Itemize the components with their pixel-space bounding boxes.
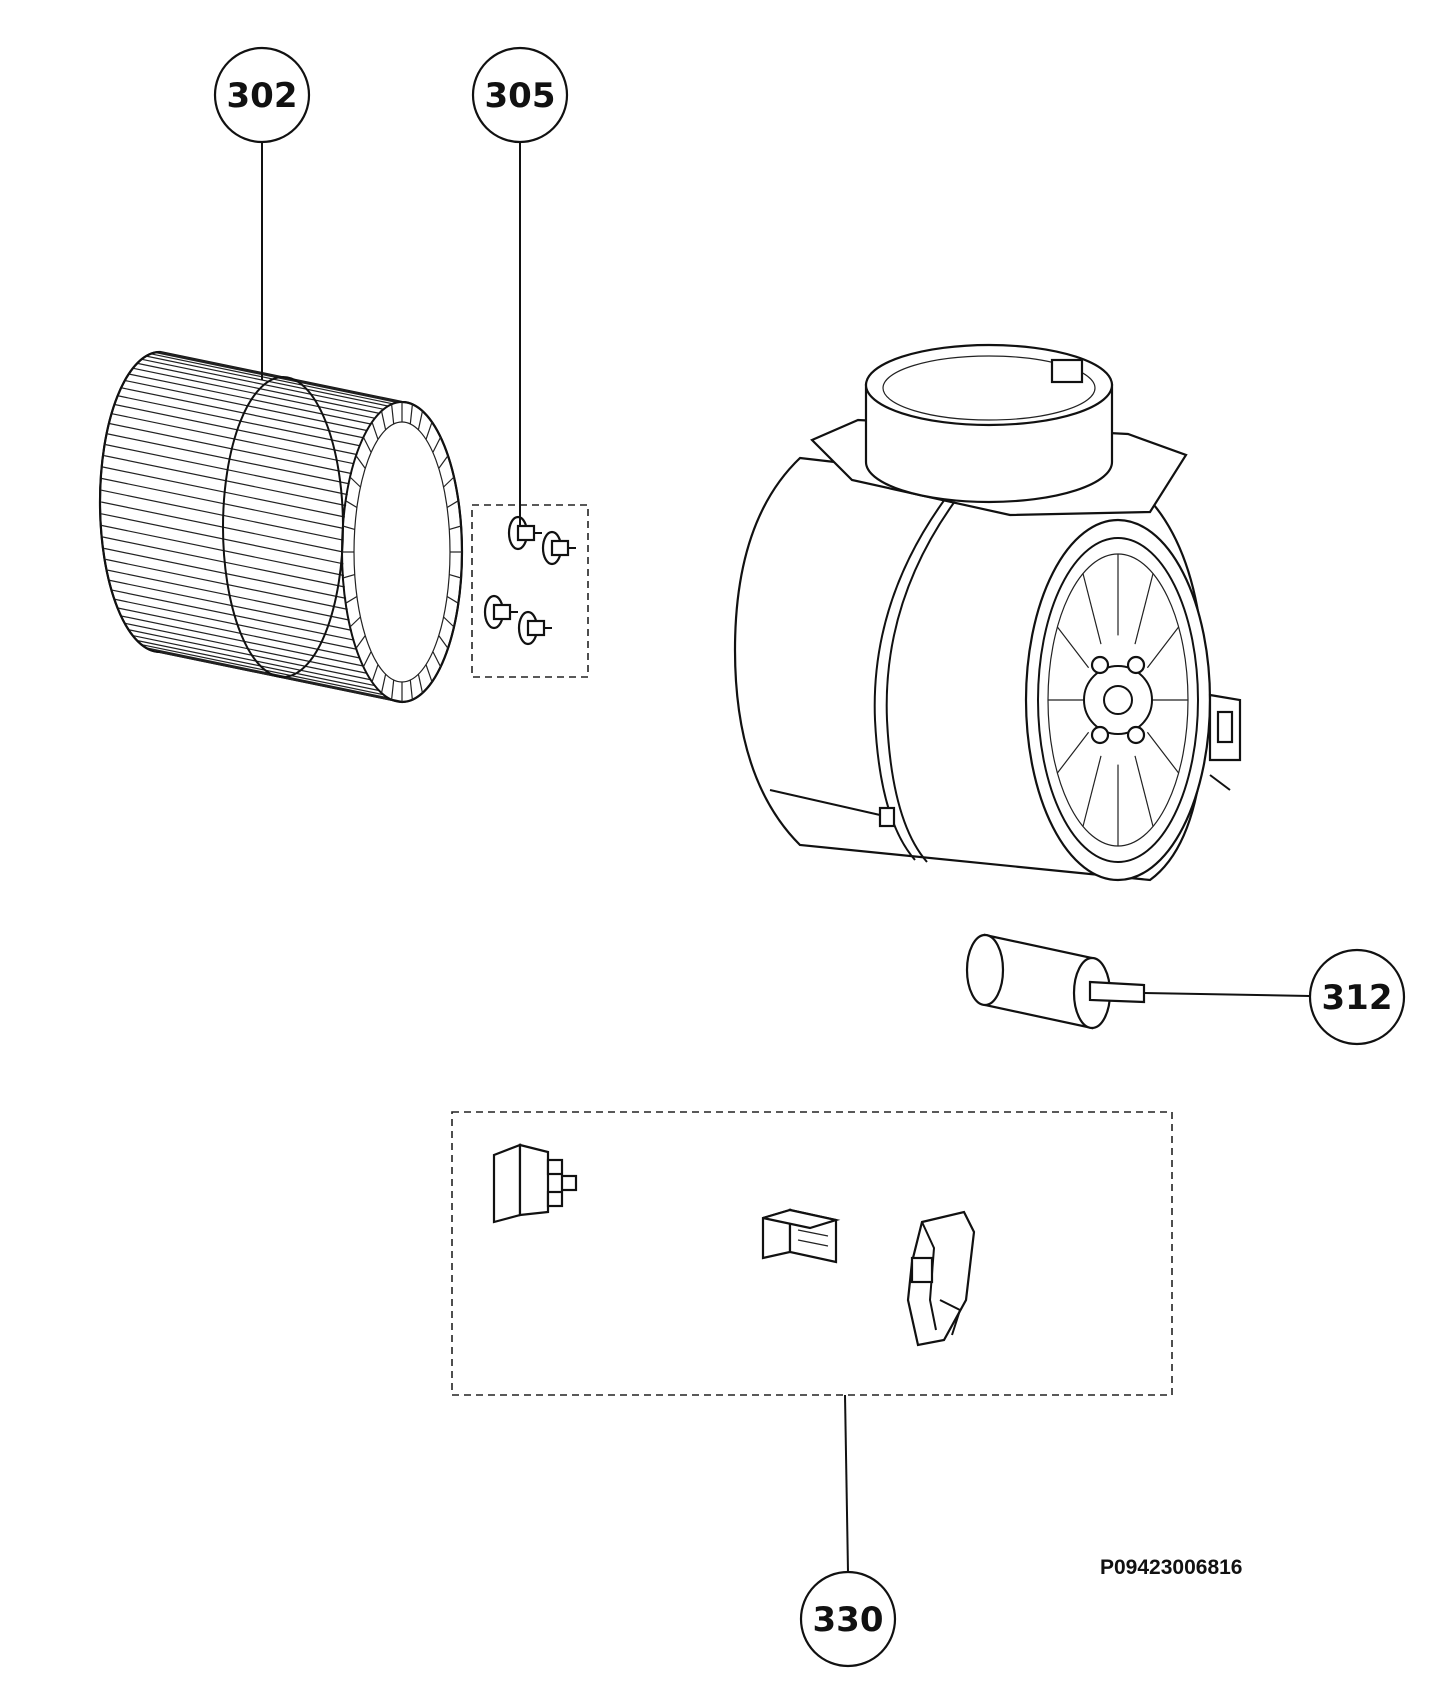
blower-rim-vane (362, 436, 372, 453)
callout-305-label: 305 (485, 76, 556, 116)
blower-rim-vane (349, 476, 361, 488)
blower-rim-vane (443, 616, 455, 628)
blower-vane (133, 635, 376, 687)
blower-rim-vane (449, 525, 462, 530)
blower-rim-vane (438, 635, 449, 649)
motor-grille-spoke (1134, 755, 1154, 827)
blower-rim-vane (432, 651, 442, 668)
blower-vane (125, 380, 368, 432)
blower-vane (118, 607, 361, 659)
blower-rim-vane (391, 679, 395, 700)
blower-rim-vane (342, 574, 355, 579)
blower-vane (121, 387, 364, 439)
blower-rim-vane (391, 404, 395, 425)
blower-rim-vane (449, 574, 462, 579)
blower-rim-vane (345, 595, 358, 604)
connector-3 (906, 1210, 976, 1347)
blower-rim-vane (355, 455, 366, 469)
blower-rim-vane (409, 679, 413, 700)
blower-rim-vane (345, 500, 358, 509)
blower-wheel-302 (98, 350, 464, 704)
blower-rim-vane (342, 525, 355, 530)
blower-rim-vane (432, 436, 442, 453)
blower-rim-vane (380, 410, 387, 430)
mount-b (541, 530, 576, 566)
mount-d (517, 610, 552, 646)
motor-grille-spoke (1082, 573, 1102, 645)
motor-grille-spoke (1056, 731, 1090, 774)
blower-vane (141, 644, 384, 696)
blower-rim-vane (425, 421, 433, 440)
blower-rim-vane (380, 674, 387, 694)
blower-vane (129, 373, 372, 425)
blower-vane (118, 395, 361, 447)
blower-rim-vane (438, 455, 449, 469)
blower-vane (121, 615, 364, 667)
mount-c (483, 594, 518, 630)
motor-grille-spoke (1146, 731, 1180, 774)
callout-302: 302 (213, 46, 311, 380)
connector-1 (492, 1143, 578, 1224)
callout-330-label: 330 (813, 1600, 884, 1640)
blower-rim-vane (409, 404, 413, 425)
callout-312-label: 312 (1322, 978, 1393, 1018)
callout-302-label: 302 (227, 76, 298, 116)
drawing-code: P09423006816 (1100, 1556, 1242, 1579)
callout-330: 330 (799, 1394, 897, 1668)
motor-housing (733, 343, 1242, 882)
motor-grille-spoke (1134, 573, 1154, 645)
blower-rim-vane (417, 410, 424, 430)
blower-rim-vane (371, 421, 379, 440)
motor-grille-spoke (1082, 755, 1102, 827)
callout-312: 312 (1143, 948, 1406, 1046)
blower-rim-vane (362, 651, 372, 668)
blower-rim-vane (446, 595, 459, 604)
capacitor-312 (965, 933, 1146, 1030)
blower-rim-vane (371, 664, 379, 683)
blower-vane (125, 622, 368, 674)
blower-vane (137, 640, 380, 692)
blower-vane (133, 367, 376, 419)
blower-vane (129, 629, 372, 681)
motor-grille-spoke (1056, 626, 1090, 669)
blower-rim-vane (425, 664, 433, 683)
motor-grille-spoke (1146, 626, 1180, 669)
connectors-group-330 (451, 1111, 1173, 1396)
blower-rim-vane (443, 476, 455, 488)
blower-rim-vane (355, 635, 366, 649)
blower-rim-vane (417, 674, 424, 694)
blower-rim-vane (446, 500, 459, 509)
connector-2 (761, 1208, 841, 1264)
mount-a (507, 515, 542, 551)
blower-rim-vane (349, 616, 361, 628)
blower-vane (137, 362, 380, 414)
callout-305: 305 (471, 46, 569, 525)
blower-vane (141, 358, 384, 410)
mounts-group-305 (471, 504, 589, 678)
